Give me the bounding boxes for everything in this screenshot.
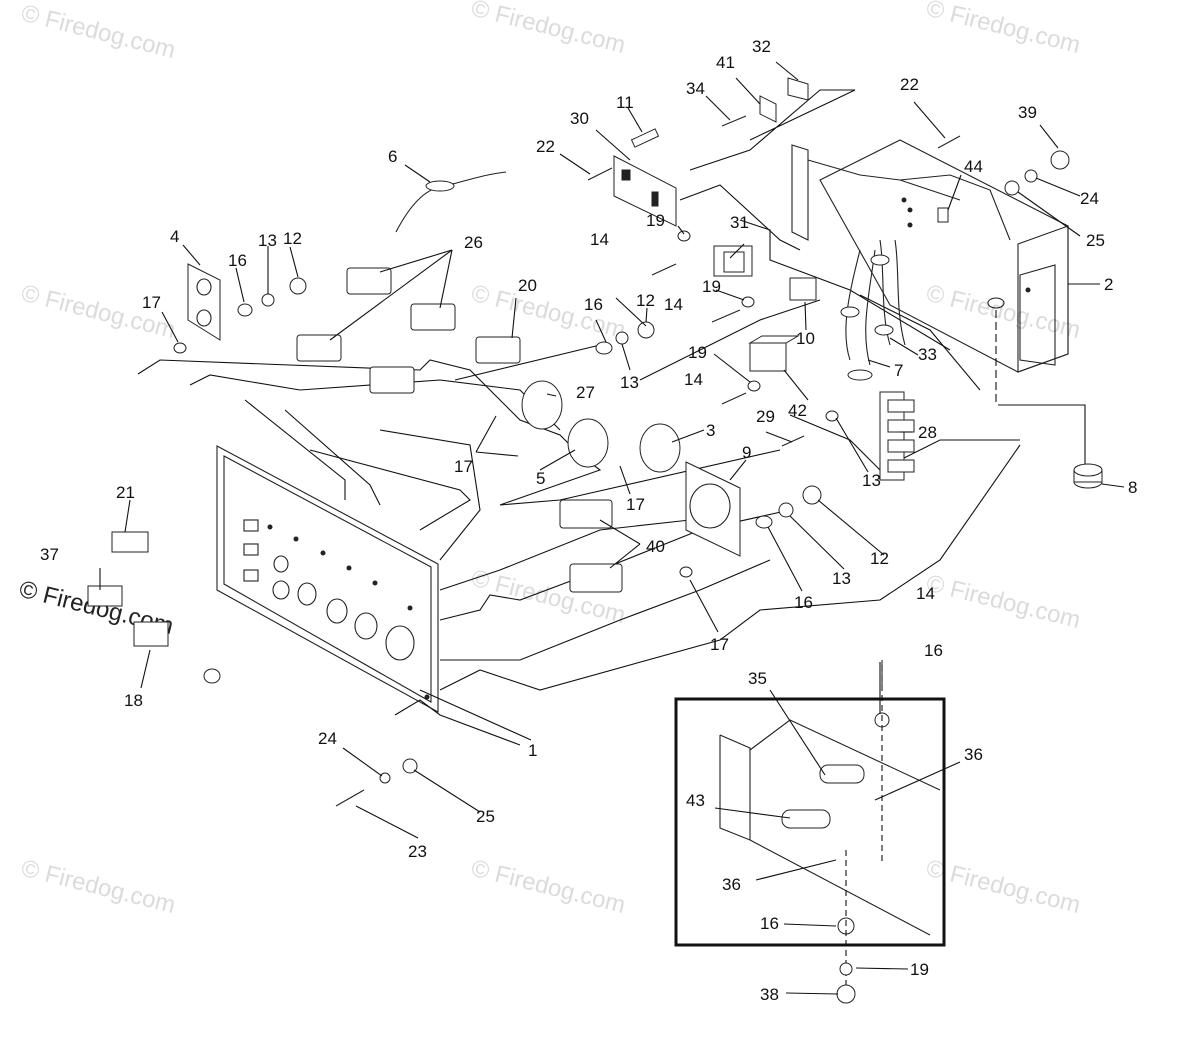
part-label-44: 44 (964, 157, 983, 176)
watermark: © Firedog.com (924, 855, 1084, 919)
part-label-27: 27 (576, 383, 595, 402)
part-label-33: 33 (918, 345, 937, 364)
part-label-1: 1 (528, 741, 537, 760)
control-box (791, 139, 1069, 405)
part-label-6: 6 (388, 147, 397, 166)
part-label-19: 19 (702, 277, 721, 296)
part-label-12: 12 (636, 291, 655, 310)
part-label-14: 14 (590, 230, 609, 249)
part-label-14: 14 (916, 584, 935, 603)
part-label-16: 16 (794, 593, 813, 612)
part-label-43: 43 (686, 791, 705, 810)
part-label-13: 13 (862, 471, 881, 490)
part-label-38: 38 (760, 985, 779, 1004)
watermark: © Firedog.com (19, 0, 179, 64)
components (87, 77, 1070, 807)
part-label-12: 12 (283, 229, 302, 248)
part-label-5: 5 (536, 469, 545, 488)
part-label-11: 11 (616, 93, 634, 112)
part-label-14: 14 (684, 370, 703, 389)
part-label-36: 36 (722, 875, 741, 894)
assembly-lines (137, 89, 1086, 746)
inset-fasteners (836, 660, 883, 1004)
part-label-19: 19 (646, 211, 665, 230)
watermark: © Firedog.com (924, 570, 1084, 634)
part-label-17: 17 (710, 635, 729, 654)
part-label-14: 14 (664, 295, 683, 314)
part-label-30: 30 (570, 109, 589, 128)
part-label-24: 24 (1080, 189, 1099, 208)
part-label-22: 22 (536, 137, 555, 156)
part-label-17: 17 (626, 495, 645, 514)
part-label-32: 32 (752, 37, 771, 56)
part-label-40: 40 (646, 537, 665, 556)
part-label-42: 42 (788, 401, 807, 420)
watermark: © Firedog.com (19, 855, 179, 919)
part-label-34: 34 (686, 79, 705, 98)
watermark: © Firedog.com (469, 855, 629, 919)
watermark: © Firedog.com (469, 0, 629, 59)
watermark: © Firedog.com (924, 0, 1084, 59)
part-label-21: 21 (116, 483, 135, 502)
part-label-13: 13 (832, 569, 851, 588)
part-label-19: 19 (688, 343, 707, 362)
part-label-4: 4 (170, 227, 179, 246)
part-label-8: 8 (1128, 478, 1137, 497)
part-label-17: 17 (142, 293, 161, 312)
part-label-23: 23 (408, 842, 427, 861)
part-label-17: 17 (454, 457, 473, 476)
part-label-13: 13 (258, 231, 277, 250)
part-label-16: 16 (228, 251, 247, 270)
part-label-16: 16 (924, 641, 943, 660)
part-label-16: 16 (760, 914, 779, 933)
part-label-26: 26 (464, 233, 483, 252)
label-leaders (99, 61, 1125, 995)
part-label-37: 37 (40, 545, 59, 564)
part-label-12: 12 (870, 549, 889, 568)
part-label-7: 7 (894, 361, 903, 380)
wiring-harness (840, 207, 949, 381)
part-label-25: 25 (1086, 231, 1105, 250)
part-label-41: 41 (716, 53, 735, 72)
grommet (1073, 463, 1103, 489)
part-label-25: 25 (476, 807, 495, 826)
inset-detail (674, 665, 946, 1000)
terminal-strip (879, 391, 915, 481)
part-label-35: 35 (748, 669, 767, 688)
part-label-3: 3 (706, 421, 715, 440)
watermark: © Firedog.com (469, 280, 629, 344)
part-label-19: 19 (910, 960, 929, 979)
part-label-10: 10 (796, 329, 815, 348)
watermark: © Firedog.com (924, 280, 1084, 344)
part-label-36: 36 (964, 745, 983, 764)
part-label-16: 16 (584, 295, 603, 314)
part-label-20: 20 (518, 276, 537, 295)
part-labels: 1 2 3 4 5 6 7 8 9 10 11 12 12 12 13 13 1… (40, 37, 1137, 1004)
part-label-22: 22 (900, 75, 919, 94)
part-label-13: 13 (620, 373, 639, 392)
part-label-18: 18 (124, 691, 143, 710)
part-label-2: 2 (1104, 275, 1113, 294)
part-label-9: 9 (742, 443, 751, 462)
part-label-29: 29 (756, 407, 775, 426)
part-label-28: 28 (918, 423, 937, 442)
part-label-31: 31 (730, 213, 749, 232)
front-panel (216, 445, 439, 713)
part-label-39: 39 (1018, 103, 1037, 122)
part-label-24: 24 (318, 729, 337, 748)
